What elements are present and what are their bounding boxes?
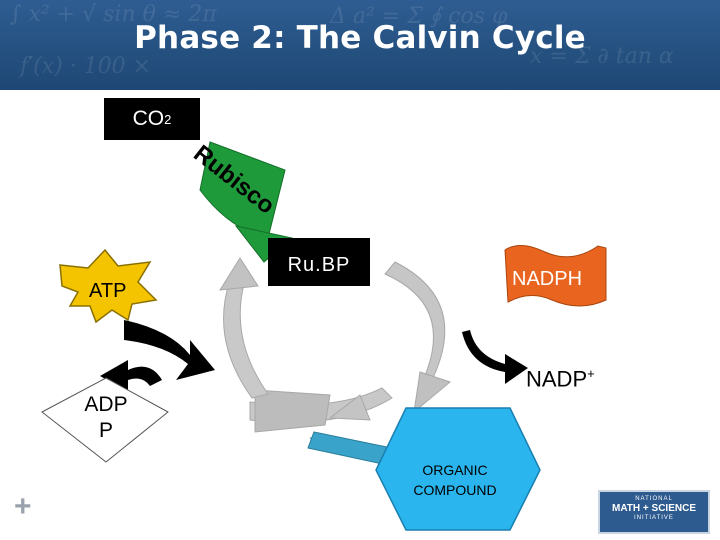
cycle-arrowhead xyxy=(219,257,259,291)
logo-line: NATIONAL xyxy=(635,496,673,502)
atp-label: ATP xyxy=(89,280,127,302)
organic-compound-label: ORGANIC COMPOUND xyxy=(405,460,505,500)
co2-label: CO xyxy=(132,107,165,130)
banner-decoration: Δ a² = Σ ∮ cos φ xyxy=(330,4,508,29)
logo-line: INITIATIVE xyxy=(634,515,674,521)
organic-line2: COMPOUND xyxy=(413,482,497,498)
logo-line: MATH + SCIENCE xyxy=(612,503,696,514)
page-title: Phase 2: The Calvin Cycle xyxy=(134,20,586,56)
nadp-text: NADP xyxy=(526,366,588,392)
banner-decoration: f′(x) · 100 × xyxy=(20,54,152,79)
atp-star xyxy=(59,248,158,324)
banner-decoration: ∫ 𝑥² + √ sin θ ≈ 2π xyxy=(10,2,217,27)
nadph-label: NADPH xyxy=(512,268,583,290)
adp-line1: ADP xyxy=(84,393,128,416)
co2-subscript: 2 xyxy=(164,111,172,127)
cycle-arrows xyxy=(219,257,452,433)
organic-compound-hexagon xyxy=(375,407,541,531)
adp-label: ADP P xyxy=(70,392,142,444)
banner-decoration: x = Σ ∂ tan α xyxy=(530,44,674,69)
nadp-plus-label: NADP+ xyxy=(526,366,595,392)
nadph-to-nadp-arrow xyxy=(462,330,528,384)
nadp-superscript: + xyxy=(587,366,595,381)
adp-line2: P xyxy=(98,419,113,442)
rubp-label: Ru.BP xyxy=(287,254,351,276)
organic-line1: ORGANIC xyxy=(422,462,488,478)
header-banner: ∫ 𝑥² + √ sin θ ≈ 2π Δ a² = Σ ∮ cos φ x =… xyxy=(0,0,720,90)
cycle-arrowhead xyxy=(328,394,371,421)
nmsi-logo: NATIONAL MATH + SCIENCE INITIATIVE xyxy=(598,490,710,534)
adp-diamond xyxy=(41,377,169,463)
plus-icon: + xyxy=(14,490,32,523)
cycle-arrowhead xyxy=(413,371,452,414)
atp-to-adp-arrow xyxy=(124,320,215,380)
rubp-box: Ru.BP xyxy=(268,238,370,286)
nadph-flag xyxy=(504,245,607,307)
adp-arrowhead xyxy=(100,360,128,392)
